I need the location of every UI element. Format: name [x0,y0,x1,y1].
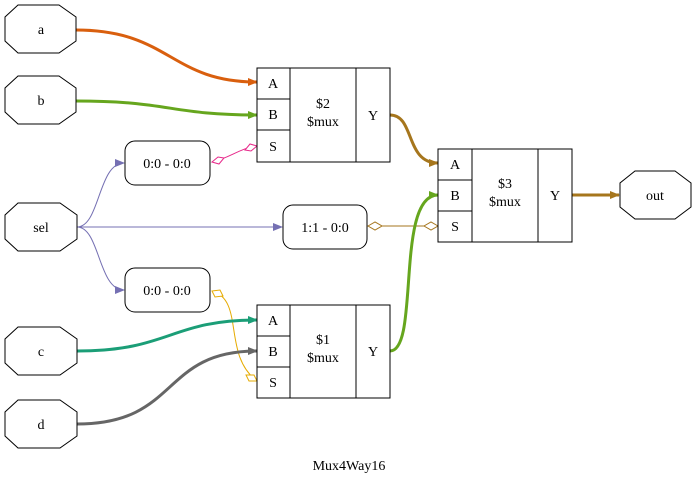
slice-sel-to-mux3-label: 1:1 - 0:0 [301,221,348,236]
port-d-label: d [38,418,45,433]
slice-sel-to-mux3-box [282,204,368,250]
port-out-label: out [646,189,664,204]
diagram-title: Mux4Way16 [313,459,386,474]
mux-cell-2-box [256,67,391,163]
mux-cell-3-box [437,148,573,243]
port-d: d [4,399,78,449]
port-out-octagon [619,170,692,220]
wire-slice-s1-diamond-end [245,374,258,382]
mux-cell-2-type: $mux [307,115,339,130]
wire-slice-s2-diamond-start [210,156,225,165]
mux-cell-2: A B S $2 $mux Y [256,67,391,163]
port-c-label: c [38,345,44,360]
wire-c [76,316,258,353]
mux-cell-2-pin-s: S [269,140,277,155]
slice-sel-to-mux2-label: 0:0 - 0:0 [143,157,190,172]
mux-cell-1-id: $1 [316,333,330,348]
mux-cell-1-pin-s: S [269,376,277,391]
wire-mux1-y-to-mux3-b [389,191,439,353]
wire-slice-s3-diamond-end [422,221,440,231]
wire-sel-to-slice-s2 [76,159,125,228]
wire-slice-s1-diamond-start [211,289,224,298]
slice-sel-to-mux2-box [124,140,211,186]
mux-cell-1-type: $mux [307,351,339,366]
wire-b [75,99,258,119]
slice-sel-to-mux1-label: 0:0 - 0:0 [143,284,190,299]
mux-cell-1: A B S $1 $mux Y [256,304,391,399]
mux-cell-3-id: $3 [498,177,512,192]
port-out: out [619,170,692,220]
port-b-label: b [38,94,45,109]
port-b-octagon [4,75,77,125]
wire-d [76,347,258,426]
port-sel-octagon [4,202,78,252]
mux-cell-1-pin-b: B [268,345,277,360]
port-sel-label: sel [33,221,49,236]
port-a-octagon [4,4,77,54]
port-b: b [4,75,77,125]
mux-cell-3-pin-y: Y [550,189,560,204]
mux-cell-1-box [256,304,391,399]
port-a: a [4,4,77,54]
slice-sel-to-mux1: 0:0 - 0:0 [124,267,211,313]
mux-cell-3-pin-a: A [450,158,461,173]
mux-cell-1-pin-a: A [268,314,279,329]
mux-cell-2-pin-b: B [268,108,277,123]
mux-cell-3-type: $mux [489,195,521,210]
wire-slice-s3-diamond-start [366,221,384,231]
mux-cell-1-pin-y: Y [368,345,378,360]
port-a-label: a [38,23,45,38]
slice-sel-to-mux1-box [124,267,211,313]
mux-cell-3: A B S $3 $mux Y [437,148,573,243]
wire-mux2-y-to-mux3-a [389,113,439,167]
wire-sel-to-slice-s1 [76,226,125,294]
slice-sel-to-mux3: 1:1 - 0:0 [282,204,368,250]
port-c-octagon [4,326,78,376]
wire-a [75,28,258,86]
slice-sel-to-mux2: 0:0 - 0:0 [124,140,211,186]
mux-cell-2-pin-a: A [268,77,279,92]
port-d-octagon [4,399,78,449]
wire-slice-s1-to-mux1-s [211,290,258,382]
port-c: c [4,326,78,376]
mux-cell-3-pin-b: B [450,189,459,204]
wire-slice-s2-diamond-end [244,143,259,152]
port-sel: sel [4,202,78,252]
mux-cell-2-id: $2 [316,97,330,112]
mux-cell-2-pin-y: Y [368,109,378,124]
mux-cell-3-pin-s: S [451,220,459,235]
